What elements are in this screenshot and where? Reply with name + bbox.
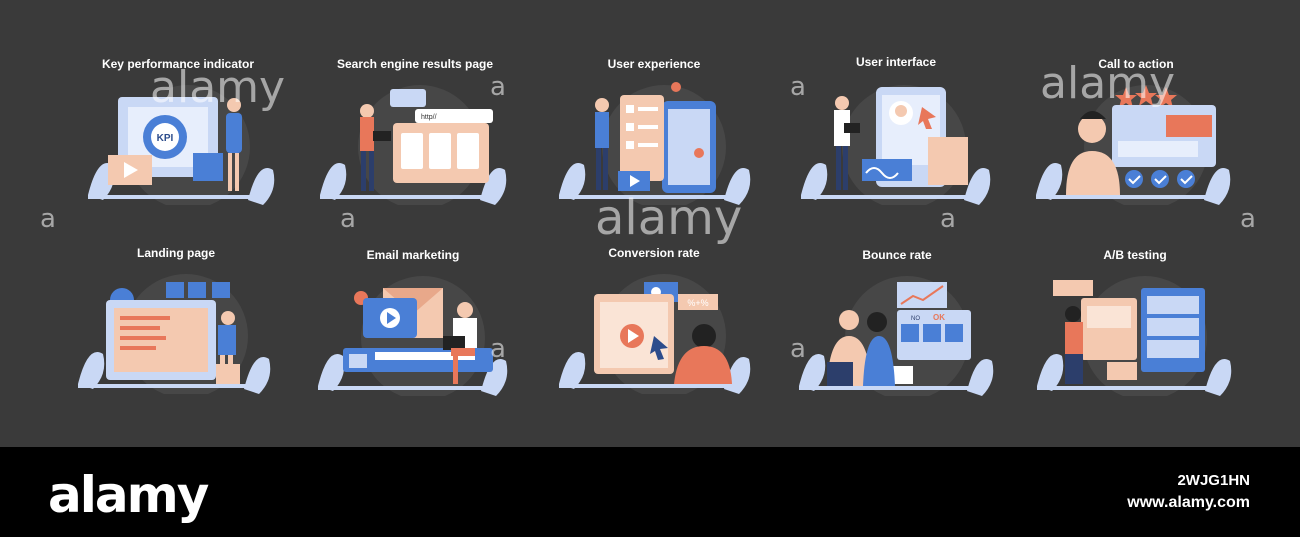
site-url[interactable]: www.alamy.com — [1127, 494, 1250, 511]
url-text: http// — [421, 114, 437, 121]
tile-ux: User experience — [544, 57, 764, 237]
cta-illustration — [1036, 85, 1231, 205]
tile-title: Conversion rate — [608, 246, 700, 260]
watermark-text: alamy — [150, 62, 286, 113]
watermark-glyph: a — [490, 72, 506, 102]
watermark-text: alamy — [1040, 58, 1176, 109]
watermark-glyph: a — [340, 204, 356, 234]
tile-title: Search engine results page — [336, 57, 494, 71]
tile-kpi: Key performance indicator KPI — [68, 57, 288, 237]
tile-landing-page: Landing page — [66, 246, 286, 426]
svg-text:KPI: KPI — [157, 133, 174, 144]
ab-testing-illustration — [1037, 276, 1232, 396]
tile-title: Call to action — [1098, 57, 1174, 71]
tile-serp: Search engine results page http// — [305, 57, 525, 237]
landing-page-illustration — [78, 274, 271, 394]
ux-illustration — [559, 82, 751, 205]
tile-ui: User interface — [786, 55, 1006, 235]
serp-illustration: http// — [320, 85, 507, 205]
ui-illustration — [801, 85, 991, 205]
watermark-text: alamy — [595, 190, 743, 246]
image-id: 2WJG1HN — [1177, 472, 1250, 489]
email-illustration — [318, 276, 508, 396]
tile-title: User interface — [855, 55, 937, 69]
kpi-illustration: KPI — [88, 85, 275, 205]
percent-text: %+% — [687, 298, 708, 308]
tile-cta: Call to action — [1026, 57, 1246, 237]
watermark-glyph: a — [790, 72, 806, 102]
footer-bar — [0, 447, 1300, 537]
tile-title: Landing page — [137, 246, 215, 260]
illustration-grid: Key performance indicator KPI Search eng… — [40, 55, 1256, 428]
watermark-glyph: a — [790, 334, 806, 364]
ok-text: OK — [933, 313, 945, 322]
tile-conversion-rate: Conversion rate %+% — [544, 246, 764, 426]
tile-title: User experience — [607, 57, 701, 71]
tile-title: Email marketing — [366, 248, 460, 262]
tile-email-marketing: Email marketing — [303, 248, 523, 428]
watermark-glyph: a — [940, 204, 956, 234]
alamy-logo: alamy — [48, 466, 209, 524]
bounce-illustration: NO OK — [799, 276, 994, 396]
tile-title: Bounce rate — [862, 248, 932, 262]
watermark-glyph: a — [490, 334, 506, 364]
tile-title: A/B testing — [1103, 248, 1167, 262]
watermark-glyph: a — [1240, 204, 1256, 234]
tile-bounce-rate: Bounce rate NO OK — [787, 248, 1007, 428]
tile-title: Key performance indicator — [101, 57, 255, 71]
conversion-illustration: %+% — [559, 274, 751, 394]
no-text: NO — [911, 316, 920, 322]
tile-ab-testing: A/B testing — [1025, 248, 1245, 428]
watermark-glyph: a — [40, 204, 56, 234]
